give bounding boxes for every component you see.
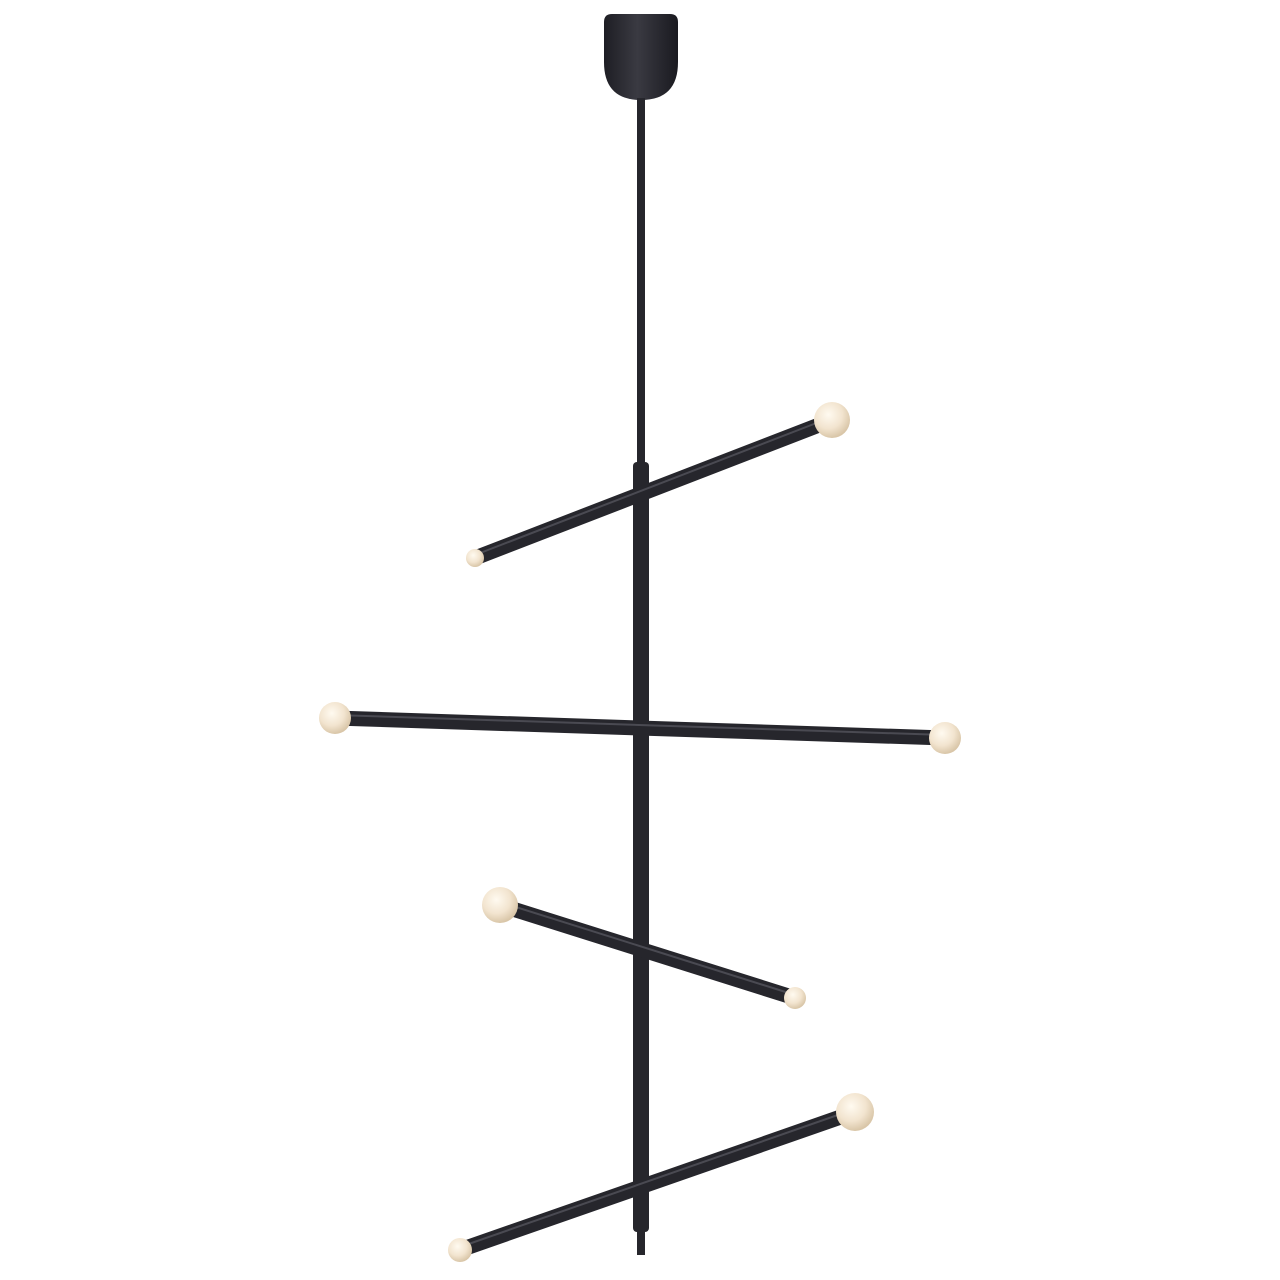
stem-bottom [637,1225,645,1255]
arm-highlight [474,416,833,556]
arm-highlight [499,901,796,996]
bulb [784,987,806,1009]
arm-2 [327,710,953,746]
downrod [637,98,645,468]
arm-highlight [459,1108,856,1248]
arm-1 [467,412,840,566]
bulb [319,702,351,734]
bulb [836,1093,874,1131]
arm-highlight [334,714,946,736]
bulb [929,722,961,754]
bulb [482,887,518,923]
arm-3 [492,897,803,1006]
bulb [466,549,484,567]
bulb [448,1238,472,1262]
center-stem [633,462,649,1232]
ceiling-canopy [604,14,678,100]
arm-4 [452,1104,863,1258]
bulb [814,402,850,438]
